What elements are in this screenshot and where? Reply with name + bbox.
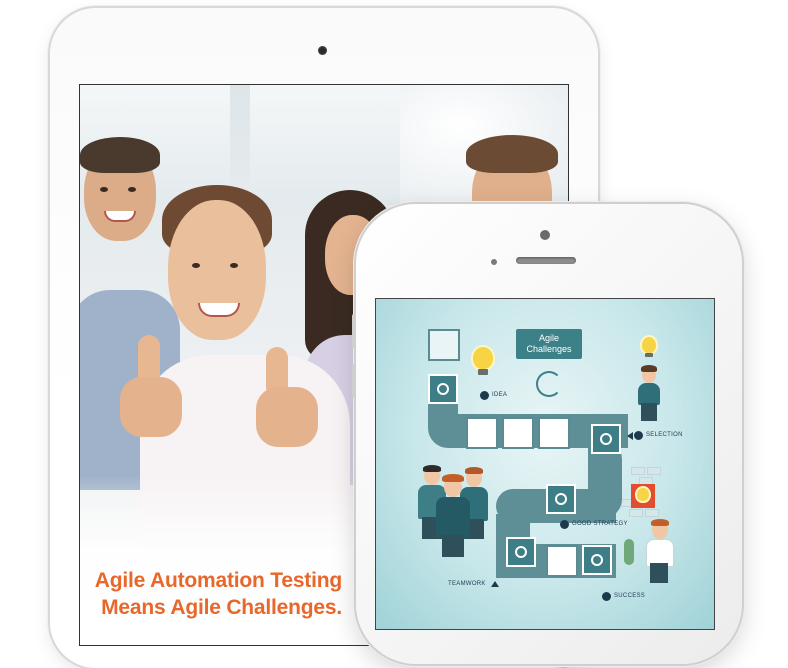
board-ring [591,424,621,454]
phone-sensor [491,259,497,265]
caption-line-2: Means Agile Challenges. [101,596,342,619]
phone-camera [540,230,550,240]
board-square [538,417,570,449]
agile-challenges-sign: Agile Challenges [516,329,582,359]
team-member [444,477,462,497]
thumbs-up-right [266,347,288,395]
lightbulb-icon [637,488,649,501]
tablet-device: Agile Automation Testing Means Agile Cha… [50,8,598,668]
phone-volume-button [352,364,356,398]
tablet-camera [318,46,327,55]
tablet-caption: Agile Automation Testing Means Agile Cha… [88,567,342,621]
board-ring [546,484,576,514]
sign-line-2: Challenges [526,344,572,354]
label-good-strategy: GOOD STRATEGY [572,521,628,527]
phone-screen: Agile Challenges IDEA SELECTION [376,299,714,629]
label-success: SUCCESS [614,593,646,599]
board-square [428,329,460,361]
board-square [502,417,534,449]
cactus-icon [624,539,634,565]
good-strategy-marker [560,520,569,529]
label-selection: SELECTION [646,432,683,438]
board-ring [506,537,536,567]
label-teamwork: TEAMWORK [448,581,486,587]
phone-device: Agile Challenges IDEA SELECTION [352,204,742,664]
thumbs-up-left [138,335,160,385]
window-pane [250,85,400,205]
sign-line-1: Agile [538,333,559,343]
phone-volume-button [352,314,356,348]
phone-speaker [516,257,576,264]
board-ring [428,374,458,404]
selection-marker [634,431,643,440]
success-marker [602,592,611,601]
caption-line-1: Agile Automation Testing [94,569,342,592]
label-idea: IDEA [492,392,508,398]
board-square [546,545,578,577]
lightbulb-icon [473,347,493,369]
hook-icon [536,371,562,397]
lightbulb-icon [642,337,656,353]
board-ring [582,545,612,575]
board-square [466,417,498,449]
idea-marker [480,391,489,400]
